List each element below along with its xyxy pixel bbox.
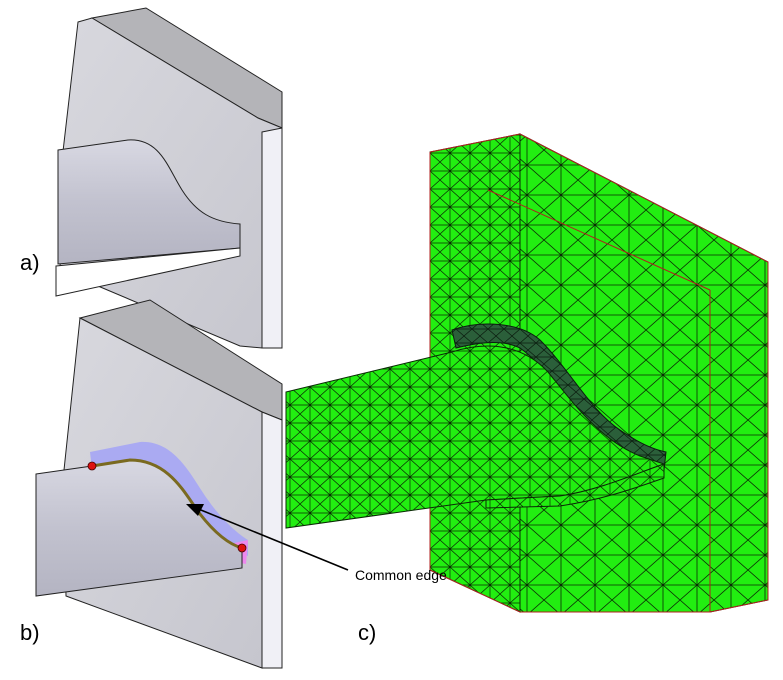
panel-a-cylinder	[57, 139, 241, 265]
panel-b-plate-side	[261, 411, 283, 669]
mesh-cylinder-underside	[485, 463, 665, 509]
vertex-dot-left	[87, 461, 97, 471]
label-a: a)	[20, 250, 40, 275]
panel-c	[285, 133, 769, 613]
label-c: c)	[358, 620, 377, 645]
panel-a	[55, 7, 283, 349]
panel-b	[35, 299, 349, 669]
mesh-feature-edges	[429, 133, 769, 613]
callout-arrowhead	[186, 504, 204, 516]
callout-arrow	[195, 507, 349, 571]
label-b: b)	[20, 620, 40, 645]
mesh-feature-edge-inner	[487, 189, 711, 291]
panel-a-cut	[55, 247, 241, 297]
vertex-dot-right	[237, 543, 247, 553]
common-edge-label: Common edge	[355, 567, 447, 583]
panel-a-plate-side	[261, 127, 283, 349]
